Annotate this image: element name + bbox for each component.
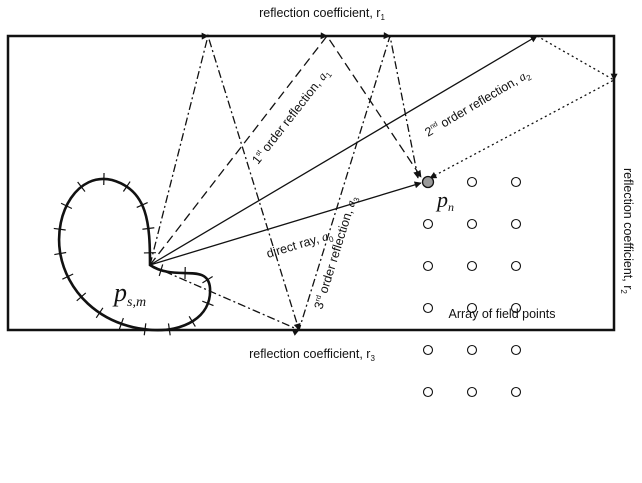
field-point [510, 302, 522, 314]
surface-tick [95, 307, 104, 319]
surface-ticks [53, 172, 214, 336]
field-point [466, 386, 478, 398]
field-point-marker [421, 175, 435, 189]
field-point [466, 218, 478, 230]
array-caption: Array of field points [449, 307, 556, 321]
surface-tick [136, 201, 148, 209]
first-order-ray-arrow [149, 32, 422, 266]
surface-tick [54, 251, 67, 256]
field-point [510, 218, 522, 230]
field-point [422, 218, 434, 230]
field-point [422, 344, 434, 356]
surface-tick [202, 276, 213, 284]
surface-tick [77, 181, 86, 192]
third-order-ray-arrow [149, 32, 421, 336]
surface-tick [142, 227, 155, 230]
surface-tick [60, 202, 73, 210]
field-point [466, 176, 478, 188]
right-reflection-label: reflection coefficient, r2 [619, 168, 635, 294]
surface-tick [188, 316, 196, 327]
field-point [510, 344, 522, 356]
field-point [422, 260, 434, 272]
surface-tick [53, 227, 66, 231]
field-point-array [422, 176, 522, 398]
dashdot-ray-arrow [149, 32, 301, 331]
surface-tick [167, 323, 171, 336]
field-point [466, 260, 478, 272]
bottom-reflection-label: reflection coefficient, r3 [249, 347, 375, 363]
third-order-label: 3rd order reflection, a3 [311, 194, 361, 312]
field-point [510, 260, 522, 272]
surface-tick [62, 273, 74, 280]
surface-tick [122, 181, 131, 192]
surface-tick [202, 300, 214, 307]
surface-tick [118, 317, 124, 330]
surface-tick [158, 264, 164, 277]
field-point [466, 302, 478, 314]
surface-tick [143, 323, 147, 336]
top-reflection-label: reflection coefficient, r1 [259, 6, 385, 22]
source-point-label: ps,m [112, 278, 146, 310]
source-surface-outline [57, 177, 212, 332]
field-point [510, 386, 522, 398]
field-point-label: pn [435, 187, 454, 214]
surface-tick [76, 292, 87, 302]
field-point [422, 302, 434, 314]
field-point [422, 386, 434, 398]
field-point [466, 344, 478, 356]
field-point [510, 176, 522, 188]
second-order-label: 2nd order reflection, a2 [422, 67, 533, 142]
